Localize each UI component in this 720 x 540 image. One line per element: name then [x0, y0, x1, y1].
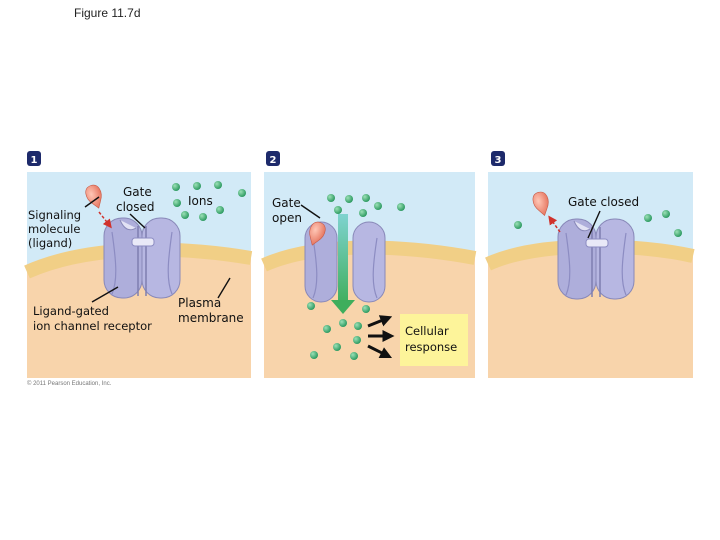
step-1-number: 1: [31, 155, 38, 166]
receptor-label-line-1: Ligand-gated: [33, 304, 109, 318]
ions-extracellular-3: [514, 210, 682, 237]
ions-label: Ions: [188, 194, 213, 208]
ligand-molecule-3: [532, 191, 549, 217]
release-arrow: [548, 215, 561, 233]
receptor-leader: [91, 286, 119, 303]
ligand-molecule-1: [85, 184, 102, 209]
ligand-molecule-2: [309, 221, 326, 246]
ligand-label-line-1: Signaling: [28, 208, 81, 222]
receptor-label-line-2: ion channel receptor: [33, 319, 152, 333]
response-label-line-1: Cellular: [405, 324, 449, 338]
gate-closed-label-line-2: closed: [116, 200, 155, 214]
membrane-label-line-1: Plasma: [178, 296, 221, 310]
gate-open-label-line-1: Gate: [272, 196, 301, 210]
membrane-label-line-2: membrane: [178, 311, 244, 325]
leader-lines: [84, 196, 601, 303]
step-2-number: 2: [270, 155, 277, 166]
gate-closed-label-line-1: Gate: [123, 185, 152, 199]
copyright-notice: © 2011 Pearson Education, Inc.: [27, 381, 112, 387]
ligand-label-line-3: (ligand): [28, 236, 72, 250]
binding-arrow: [98, 211, 112, 229]
ions-extracellular-2: [327, 194, 405, 217]
ions-intracellular-2: [307, 302, 370, 360]
gate-closed-leader: [129, 213, 146, 229]
ligand-leader: [84, 196, 100, 208]
ions-extracellular-1: [172, 181, 246, 221]
gate-open-label-line-2: open: [272, 211, 302, 225]
step-2-badge: 2: [266, 151, 280, 166]
step-1-badge: 1: [27, 151, 41, 166]
ligand-label-line-2: molecule: [28, 222, 80, 236]
figure-title: Figure 11.7d: [74, 6, 141, 20]
gate-closed-3-leader: [587, 210, 601, 239]
membrane-leader: [217, 277, 231, 299]
step-3-number: 3: [495, 155, 502, 166]
gate-closed-3-label: Gate closed: [568, 195, 639, 209]
gate-open-leader: [300, 204, 321, 219]
ion-flow-arrow: [331, 214, 355, 314]
response-label-line-2: response: [405, 340, 457, 354]
cellular-response-box: Cellular response: [400, 314, 468, 366]
step-3-badge: 3: [491, 151, 505, 166]
response-arrows: [367, 315, 395, 359]
